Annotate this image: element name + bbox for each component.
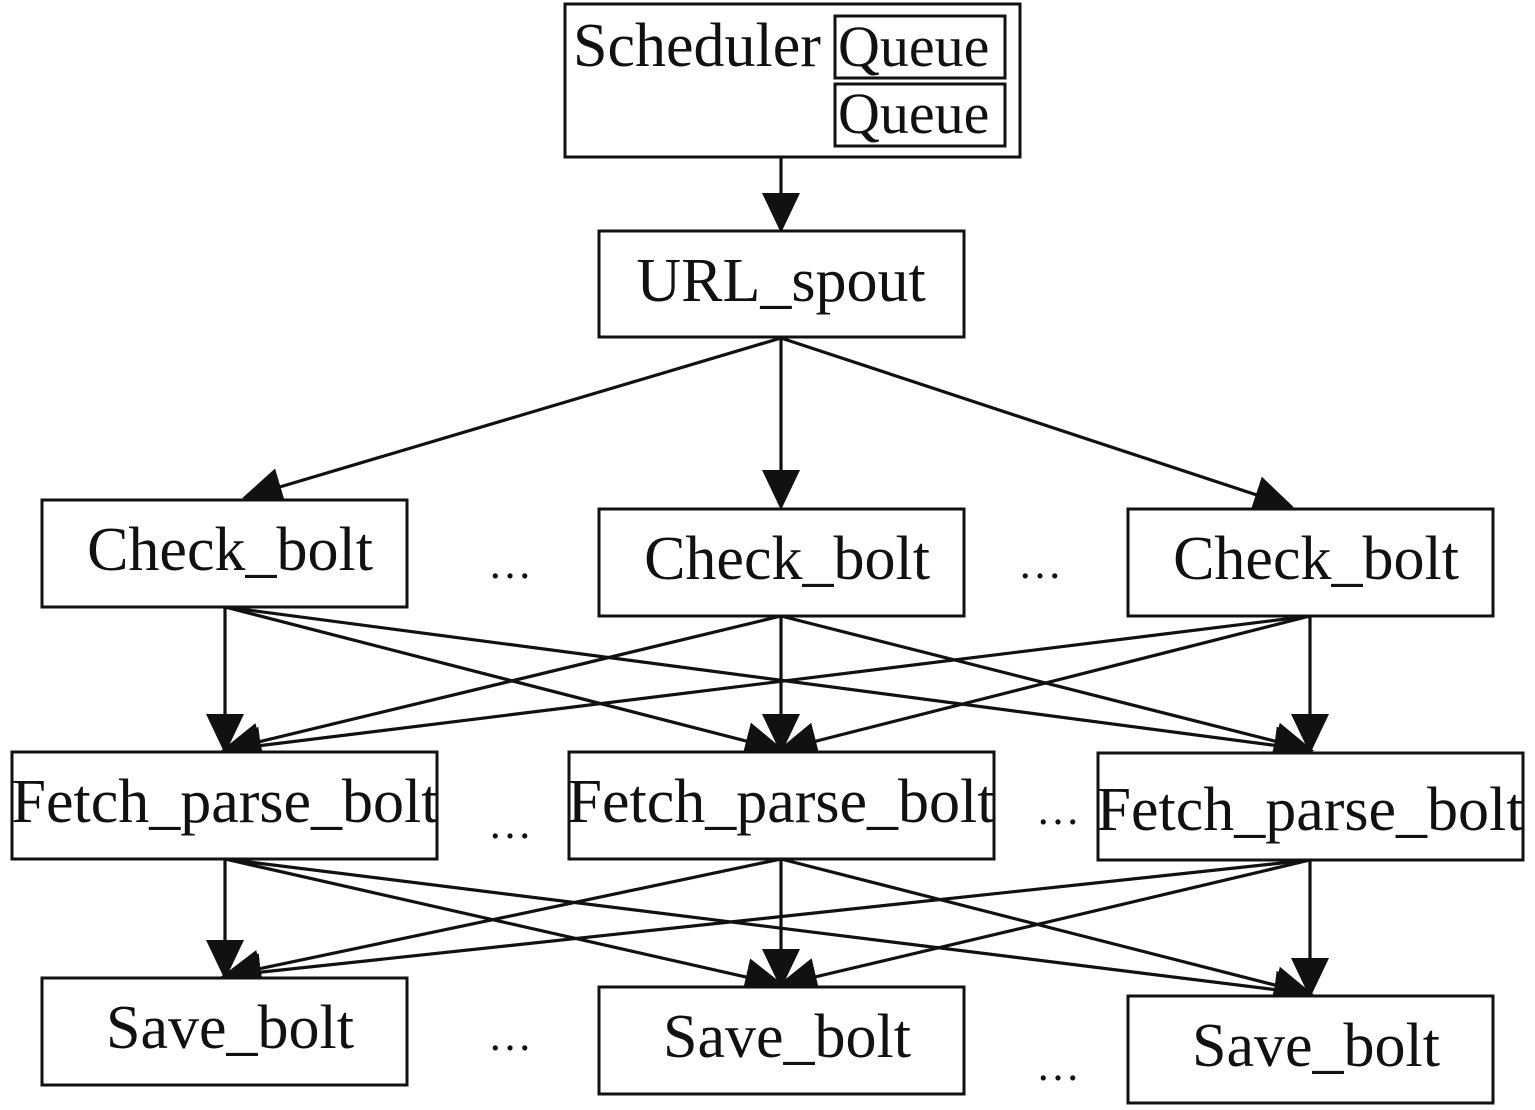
edge-fetch-parse-bolt-1-to-save-bolt-3 (224, 857, 1314, 1009)
save-bolt-label-3: Save_bolt (1192, 1012, 1440, 1080)
queue-box-2 (833, 82, 1007, 148)
fetch-parse-bolt-node-3: Fetch_parse_bolt (1096, 751, 1525, 862)
edge-fetch-parse-bolt-2-to-save-bolt-1 (221, 857, 782, 988)
save-bolt-node-1: Save_bolt (40, 976, 409, 1087)
save-bolt-node-2: Save_bolt (597, 985, 966, 1096)
save-row-ellipsis-1: … (488, 1011, 532, 1060)
check-bolt-box-2 (597, 507, 966, 618)
fetch-parse-bolt-box-1 (10, 750, 439, 861)
check-row-ellipsis-1: … (488, 539, 532, 588)
edge-check-bolt-2-to-fetch-parse-bolt-1 (221, 614, 782, 761)
edge-url-spout-to-check-bolt-3 (780, 336, 1294, 513)
edges-layer (206, 157, 1329, 1009)
check-bolt-label-3: Check_bolt (1173, 525, 1459, 593)
fetch-row-ellipsis-2: … (1036, 785, 1080, 834)
save-bolt-label-1: Save_bolt (106, 994, 354, 1062)
queue-label-1: Queue (838, 14, 989, 79)
check-bolt-label-1: Check_bolt (87, 516, 373, 584)
url-spout-box (597, 229, 966, 339)
check-bolt-node-3: Check_bolt (1126, 507, 1495, 618)
url-spout-label: URL_spout (636, 247, 925, 315)
queue-box-1 (833, 14, 1007, 80)
save-bolt-box-3 (1126, 994, 1495, 1105)
check-bolt-node-2: Check_bolt (597, 507, 966, 618)
fetch-parse-bolt-label-3: Fetch_parse_bolt (1096, 776, 1523, 844)
fetch-parse-bolt-label-2: Fetch_parse_bolt (567, 768, 994, 836)
fetch-parse-bolt-node-2: Fetch_parse_bolt (567, 750, 996, 861)
save-bolt-box-1 (40, 976, 409, 1087)
edge-check-bolt-1-to-fetch-parse-bolt-3 (224, 605, 1314, 765)
save-bolt-box-2 (597, 985, 966, 1096)
check-bolt-node-1: Check_bolt (40, 498, 409, 609)
fetch-parse-bolt-box-2 (567, 750, 996, 861)
fetch-parse-bolt-box-3 (1096, 751, 1525, 862)
edge-fetch-parse-bolt-3-to-save-bolt-2 (777, 858, 1311, 996)
edge-url-spout-to-check-bolt-1 (242, 336, 782, 505)
check-bolt-box-3 (1126, 507, 1495, 618)
save-bolt-label-2: Save_bolt (663, 1003, 911, 1071)
edge-fetch-parse-bolt-1-to-save-bolt-2 (224, 857, 785, 996)
fetch-parse-bolt-label-1: Fetch_parse_bolt (11, 768, 438, 836)
edge-fetch-parse-bolt-3-to-save-bolt-1 (221, 858, 1311, 992)
check-bolt-box-1 (40, 498, 409, 609)
edge-check-bolt-3-to-fetch-parse-bolt-1 (221, 614, 1311, 765)
scheduler-label: Scheduler (573, 12, 821, 80)
edge-check-bolt-3-to-fetch-parse-bolt-2 (777, 614, 1311, 760)
fetch-row-ellipsis-1: … (488, 799, 532, 848)
check-row-ellipsis-2: … (1018, 539, 1062, 588)
save-bolt-node-3: Save_bolt (1126, 994, 1495, 1105)
edge-fetch-parse-bolt-2-to-save-bolt-3 (780, 857, 1314, 1004)
save-row-ellipsis-2: … (1036, 1041, 1080, 1090)
url-spout-node: URL_spout (597, 229, 966, 339)
fetch-parse-bolt-node-1: Fetch_parse_bolt (10, 750, 439, 861)
queue-label-2: Queue (838, 81, 989, 146)
check-bolt-label-2: Check_bolt (644, 525, 930, 593)
edge-check-bolt-1-to-fetch-parse-bolt-2 (224, 605, 785, 760)
scheduler-node: Scheduler Queue Queue (563, 2, 1022, 159)
